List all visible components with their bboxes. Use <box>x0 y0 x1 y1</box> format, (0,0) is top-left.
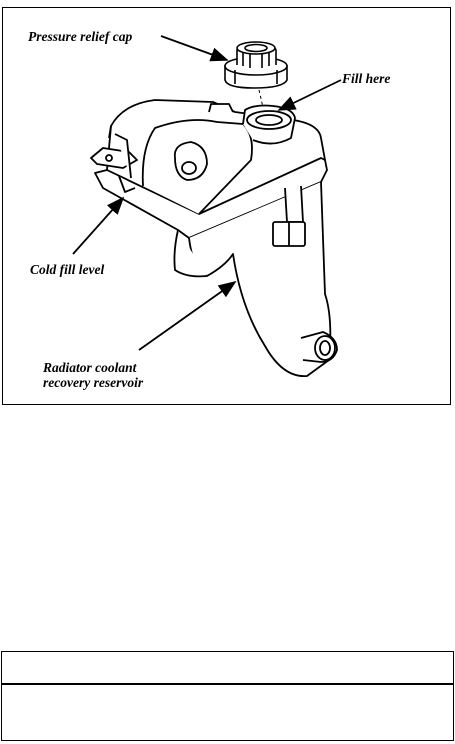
fill-here-arrow <box>277 79 342 111</box>
reservoir-illustration <box>72 35 342 377</box>
reservoir-label-line2: recovery reservoir <box>43 375 144 390</box>
pressure-relief-cap-label: Pressure relief cap <box>28 29 133 44</box>
fill-here-label: Fill here <box>342 71 391 86</box>
reservoir-body-drawing <box>90 99 338 377</box>
pressure-relief-cap-drawing <box>224 41 288 89</box>
alignment-dashes <box>258 89 266 117</box>
pressure-cap-arrow <box>160 35 229 62</box>
cold-fill-level-label: Cold fill level <box>30 262 105 277</box>
cold-fill-level-arrow <box>72 196 125 255</box>
notice-table-header <box>2 652 453 685</box>
reservoir-label-line1: Radiator coolant <box>43 360 137 375</box>
notice-table-body <box>2 685 453 740</box>
notice-table <box>1 651 454 741</box>
coolant-reservoir-figure: Pressure relief cap Fill here Cold fill … <box>2 7 451 405</box>
reservoir-label: Radiator coolant recovery reservoir <box>43 360 143 390</box>
reservoir-arrow <box>138 280 237 351</box>
